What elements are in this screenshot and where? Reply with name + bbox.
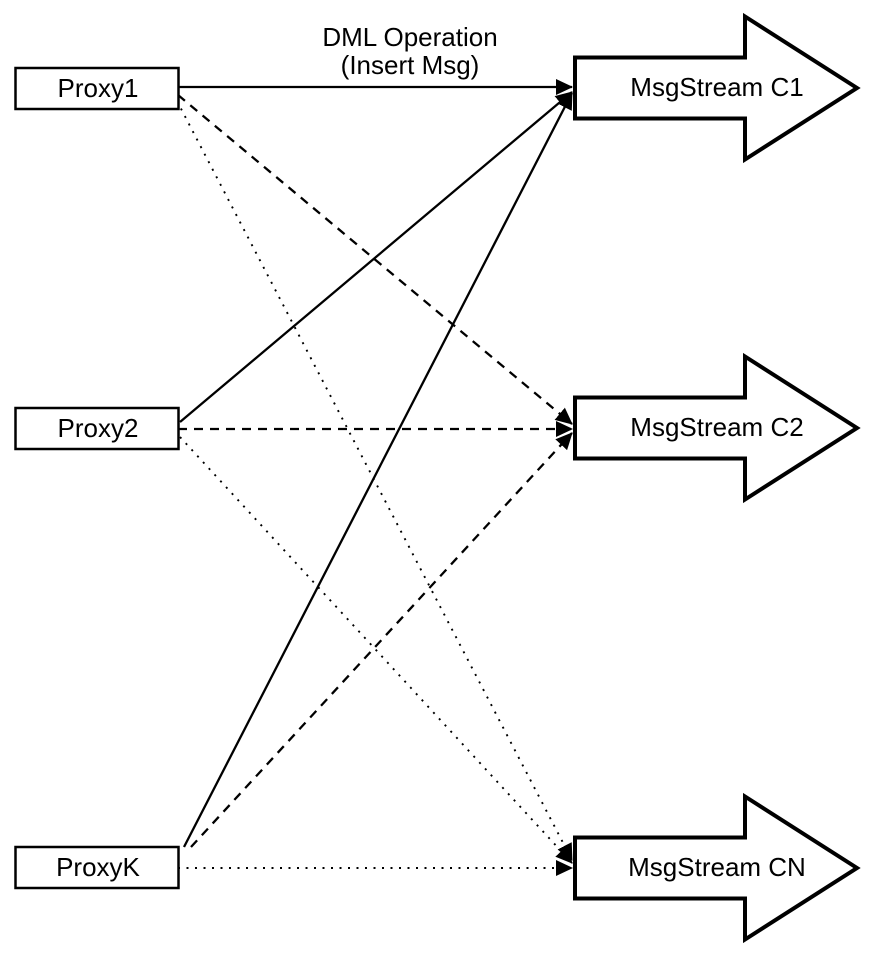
edge-group [176,79,574,876]
dml-operation-caption-line1: DML Operation [322,22,497,52]
msgstream-c1-node: MsgStream C1 [573,12,861,164]
proxy1-node: Proxy1 [14,66,180,111]
msgstream-c1-arrow [573,12,861,164]
edge-proxy2-msgstream-c1 [179,91,573,423]
dml-operation-caption: DML Operation (Insert Msg) [322,22,497,80]
msgstream-cn-label: MsgStream CN [628,852,806,882]
proxyk-node: ProxyK [14,845,180,890]
proxy2-node: Proxy2 [14,406,180,451]
msgstream-c2-node: MsgStream C2 [573,352,861,504]
msgstream-c2-arrow [573,352,861,504]
edge-proxyk-msgstream-c2 [190,432,573,848]
msgstream-c1-label: MsgStream C1 [630,72,803,102]
proxy1-box [14,66,180,111]
proxyk-box [14,845,180,890]
edge-proxyk-msgstream-c1 [182,92,574,848]
msgstream-cn-arrow [573,792,861,944]
proxy2-label: Proxy2 [58,413,139,443]
proxy1-label: Proxy1 [58,73,139,103]
edge-proxy1-msgstream-c2 [177,94,573,425]
msgstream-c2-label: MsgStream C2 [630,412,803,442]
edge-proxy2-msgstream-cn [179,436,573,864]
proxyk-label: ProxyK [56,852,140,882]
proxy2-box [14,406,180,451]
msgstream-cn-node: MsgStream CN [573,792,861,944]
dml-operation-caption-line2: (Insert Msg) [341,50,480,80]
